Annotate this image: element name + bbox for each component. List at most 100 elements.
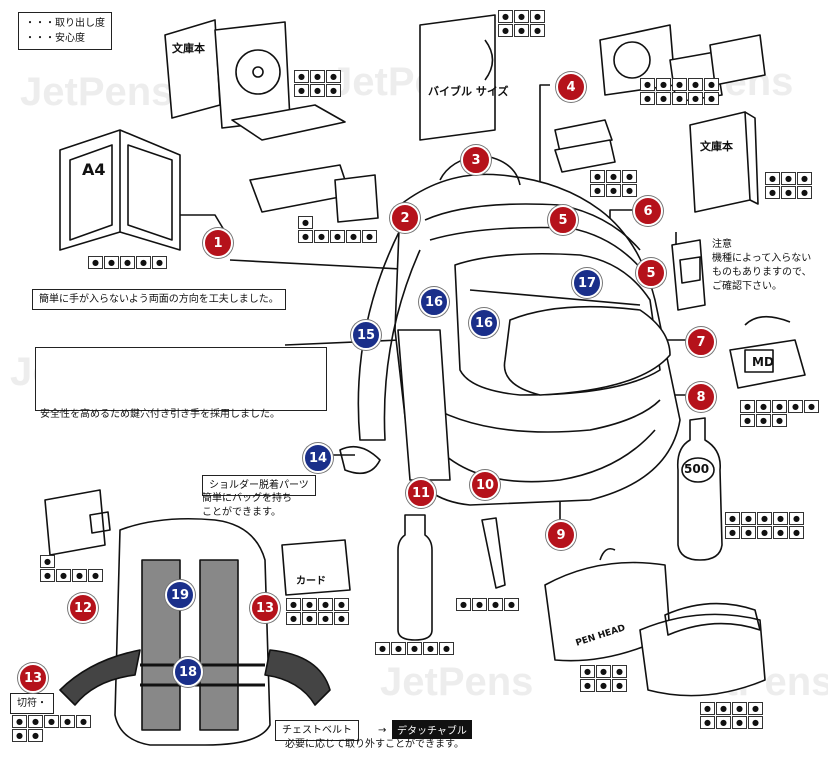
bunkobon-label-2: 文庫本 [172, 42, 205, 55]
rating-dictionary: ●●● ●●● [765, 172, 812, 199]
rating-small-bottle: ●●●●● [375, 642, 454, 655]
note-line-2: ものもありますので、 [712, 267, 812, 278]
badge-3: 3 [461, 145, 491, 175]
zipper-pull-box [35, 347, 327, 411]
callout-shoulder-sub1: 簡単にバッグを持ち [202, 493, 292, 504]
rating-cd: ●●●●● ●●●●● [640, 78, 719, 105]
callout-shoulder-sub2: ことができます。 [202, 507, 281, 518]
rating-mark: ● [302, 598, 317, 611]
rating-mark: ● [498, 24, 513, 37]
rating-lunchbox: ●●●● ●●●● [700, 702, 763, 729]
rating-mark: ● [640, 92, 655, 105]
rating-mark: ● [781, 172, 796, 185]
rating-a4: ●●●●● [88, 256, 167, 269]
rating-pencil-case: ●●● ●●● [580, 665, 627, 692]
rating-mark: ● [286, 612, 301, 625]
rating-mark: ● [310, 84, 325, 97]
badge-14: 14 [303, 443, 333, 473]
watermark: JetPens [380, 660, 534, 704]
rating-mark: ● [391, 642, 406, 655]
rating-mark: ● [294, 70, 309, 83]
card-label: カード [296, 576, 326, 587]
rating-bottle: ●●●●● ●●●●● [725, 512, 804, 539]
rating-mark: ● [732, 716, 747, 729]
note-line-3: ご確認下さい。 [712, 281, 782, 292]
rating-ticket: ● ●●●●● [298, 216, 377, 243]
rating-mark: ● [88, 569, 103, 582]
bunkobon-label: 文庫本 [700, 140, 733, 153]
rating-card: ●●●● ●●●● [286, 598, 349, 625]
badge-6: 6 [633, 196, 663, 226]
bottle-500-label: 500 [684, 462, 710, 476]
rating-mark: ● [700, 716, 715, 729]
rating-mark: ● [756, 414, 771, 427]
rating-mark: ● [40, 569, 55, 582]
rating-mark: ● [748, 716, 763, 729]
badge-12: 12 [68, 593, 98, 623]
rating-mark: ● [326, 70, 341, 83]
badge-8: 8 [686, 382, 716, 412]
rating-mark: ● [407, 642, 422, 655]
rating-mark: ● [76, 715, 91, 728]
rating-mark: ● [12, 729, 27, 742]
callout-shoulder: ショルダー脱着パーツ [202, 475, 316, 496]
rating-mark: ● [488, 598, 503, 611]
rating-md: ●●●●● ●●● [740, 400, 819, 427]
rating-pen: ●●●● [456, 598, 519, 611]
rating-mark: ● [472, 598, 487, 611]
detach-sub: 必要に応じて取り外すことができます。 [285, 739, 464, 750]
rating-mark: ● [688, 78, 703, 91]
rating-mark: ● [725, 526, 740, 539]
badge-16b: 16 [469, 308, 499, 338]
note-line-1: 機種によって入らない [712, 253, 812, 264]
arrow: → [378, 725, 387, 736]
legend: ・・・取り出し度 ・・・安心度 [18, 12, 112, 50]
rating-mark: ● [606, 184, 621, 197]
callout-safety: 安全性を高めるため鍵穴付き引き手を採用しました。 [40, 409, 280, 420]
rating-mark: ● [56, 569, 71, 582]
rating-mark: ● [28, 715, 43, 728]
rating-mark: ● [656, 92, 671, 105]
rating-mark: ● [498, 10, 513, 23]
rating-mark: ● [748, 702, 763, 715]
rating-mark: ● [530, 10, 545, 23]
badge-13b: 13 [18, 663, 48, 693]
rating-mark: ● [310, 70, 325, 83]
rating-mark: ● [423, 642, 438, 655]
rating-mark: ● [612, 665, 627, 678]
rating-mark: ● [740, 414, 755, 427]
rating-mark: ● [12, 715, 27, 728]
rating-mark: ● [136, 256, 151, 269]
watermark: JetPens [20, 70, 174, 114]
rating-mark: ● [772, 414, 787, 427]
rating-dvd: ●●● ●●● [294, 70, 341, 97]
badge-2: 2 [390, 203, 420, 233]
rating-mark: ● [60, 715, 75, 728]
rating-mark: ● [318, 598, 333, 611]
rating-mark: ● [716, 716, 731, 729]
badge-11: 11 [406, 478, 436, 508]
rating-mark: ● [740, 400, 755, 413]
a4-label: A4 [82, 160, 106, 179]
rating-mark: ● [596, 665, 611, 678]
rating-mark: ● [704, 92, 719, 105]
rating-mark: ● [788, 400, 803, 413]
rating-mark: ● [732, 702, 747, 715]
rating-mark: ● [704, 78, 719, 91]
rating-mark: ● [765, 172, 780, 185]
rating-mark: ● [334, 612, 349, 625]
rating-mark: ● [72, 569, 87, 582]
rating-mark: ● [286, 598, 301, 611]
md-label: MD [752, 355, 774, 369]
rating-mark: ● [596, 679, 611, 692]
badge-10: 10 [470, 470, 500, 500]
rating-mark: ● [700, 702, 715, 715]
badge-17: 17 [572, 268, 602, 298]
rating-mark: ● [612, 679, 627, 692]
rating-mark: ● [672, 92, 687, 105]
rating-mark: ● [789, 512, 804, 525]
rating-mark: ● [152, 256, 167, 269]
rating-mark: ● [362, 230, 377, 243]
rating-mark: ● [772, 400, 787, 413]
legend-line-safety: ・・・安心度 [25, 33, 85, 44]
